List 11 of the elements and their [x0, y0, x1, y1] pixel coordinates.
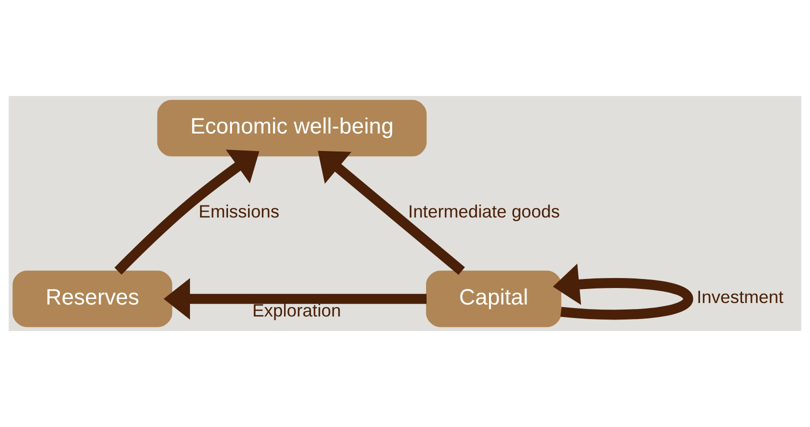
edge-label: Emissions — [198, 202, 280, 222]
arrow — [114, 150, 260, 275]
edge-label: Intermediate goods — [408, 202, 560, 222]
arrow — [318, 150, 465, 275]
arrow — [552, 264, 694, 320]
node-box: Reserves — [12, 270, 172, 328]
node-box: Economic well-being — [157, 100, 427, 156]
arrow — [164, 278, 427, 320]
node-box: Capital — [426, 270, 562, 328]
edge-label: Investment — [696, 287, 784, 308]
edge-label: Exploration — [252, 300, 342, 320]
